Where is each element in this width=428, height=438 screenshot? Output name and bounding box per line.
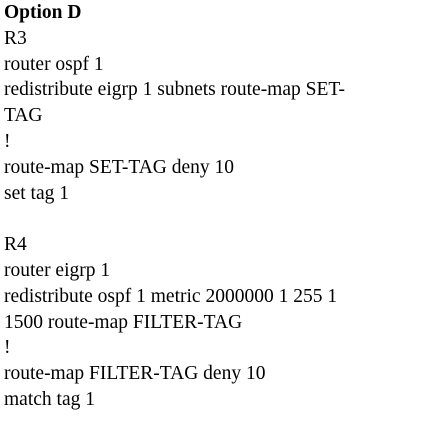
config-line: ! (4, 337, 11, 359)
config-line: redistribute ospf 1 metric 2000000 1 255… (4, 285, 338, 307)
section-heading-r3: R3 (4, 27, 27, 49)
document-body: Option D R3 router ospf 1 redistribute e… (4, 0, 424, 413)
option-title: Option D (4, 2, 82, 23)
section-r3: R3 router ospf 1 redistribute eigrp 1 su… (4, 26, 424, 207)
config-line: ! (4, 130, 11, 152)
config-line: router ospf 1 (4, 53, 104, 75)
section-heading-r4: R4 (4, 234, 27, 256)
spacer (4, 206, 424, 232)
config-line: match tag 1 (4, 388, 95, 410)
section-r4: R4 router eigrp 1 redistribute ospf 1 me… (4, 232, 424, 413)
config-line: route-map FILTER-TAG deny 10 (4, 363, 266, 385)
config-line: 1500 route-map FILTER-TAG (4, 311, 243, 333)
config-line: TAG (4, 105, 43, 127)
config-line: set tag 1 (4, 182, 69, 204)
config-line: route-map SET-TAG deny 10 (4, 156, 235, 178)
config-line: router eigrp 1 (4, 259, 111, 281)
config-line: redistribute eigrp 1 subnets route-map S… (4, 79, 346, 101)
